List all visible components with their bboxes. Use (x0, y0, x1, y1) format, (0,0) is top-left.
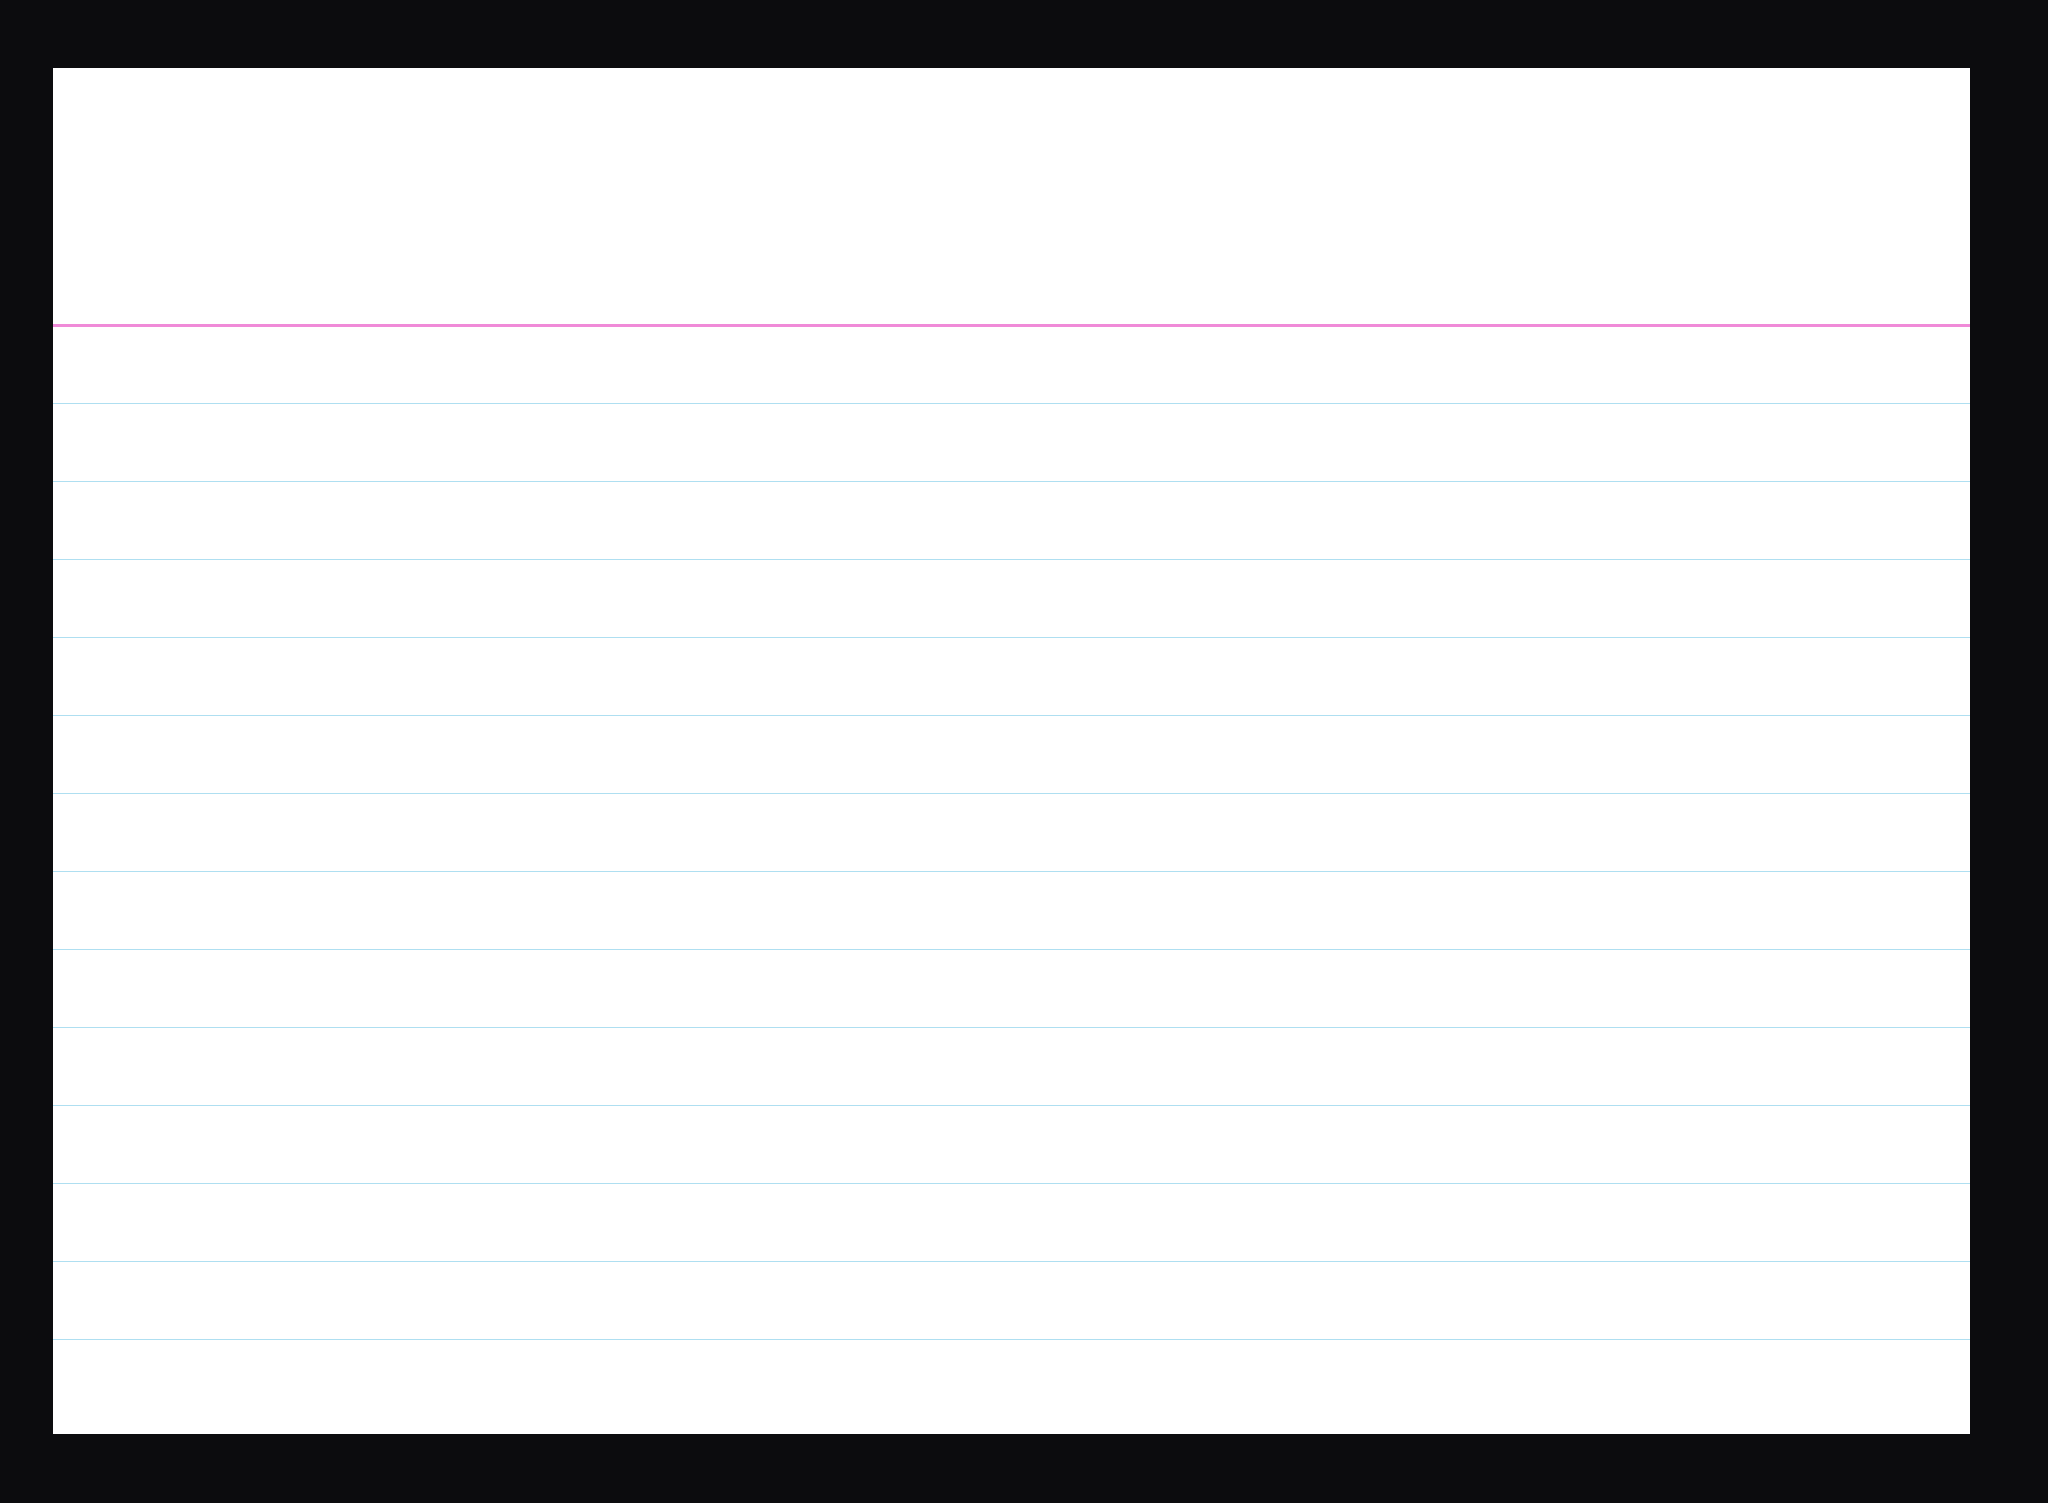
ruled-line (53, 481, 1970, 482)
ruled-line (53, 1105, 1970, 1106)
header-rule (53, 324, 1970, 327)
ruled-line (53, 871, 1970, 872)
ruled-line (53, 1027, 1970, 1028)
ruled-line (53, 1339, 1970, 1340)
ruled-line (53, 715, 1970, 716)
ruled-line (53, 949, 1970, 950)
ruled-line (53, 1261, 1970, 1262)
ruled-line (53, 559, 1970, 560)
ruled-line (53, 1183, 1970, 1184)
index-card (53, 68, 1970, 1434)
ruled-line (53, 403, 1970, 404)
ruled-line (53, 637, 1970, 638)
ruled-line (53, 793, 1970, 794)
